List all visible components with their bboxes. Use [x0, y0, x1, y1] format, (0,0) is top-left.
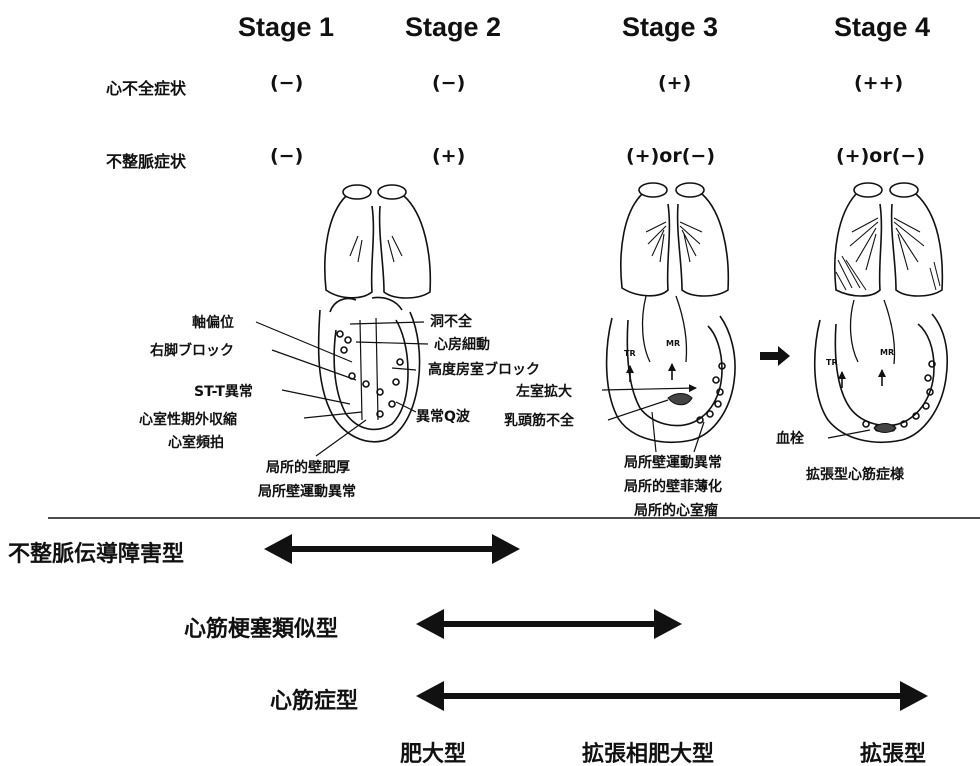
type-range-arrows: [264, 534, 928, 711]
mi-like-type-arrow: [416, 609, 682, 639]
stage-3-header: Stage 3: [622, 12, 719, 42]
local-wall-motion-stage3-label: 局所壁運動異常: [624, 455, 722, 471]
progression-arrow-icon: [760, 346, 790, 366]
cardiomyopathy-type-arrow: [416, 681, 928, 711]
arrhythmia-conduction-type-label: 不整脈伝導障害型: [8, 542, 185, 567]
st-t-abnormality-label: ST-T異常: [194, 384, 253, 400]
dilated-hypertrophic-subtype-label: 拡張相肥大型: [582, 742, 715, 766]
dilated-subtype-label: 拡張型: [860, 742, 927, 766]
stage1-leader-lines: [255, 321, 429, 457]
pvc-label: 心室性期外収縮: [139, 412, 237, 428]
local-hypertrophy-label: 局所的壁肥厚: [266, 460, 350, 476]
thrombus-label: 血栓: [776, 431, 804, 447]
local-wall-motion-stage1-label: 局所壁運動異常: [258, 484, 356, 500]
arrhythmia-stage4: (+)or(−): [836, 145, 925, 167]
atrial-fibrillation-label: 心房細動: [434, 337, 490, 353]
abnormal-q-wave-label: 異常Q波: [416, 409, 470, 425]
lungs-stage1-illustration: [324, 184, 432, 299]
stage-4-header: Stage 4: [834, 12, 931, 42]
stage-1-header: Stage 1: [238, 12, 335, 42]
lungs-stage4-illustration: [834, 182, 944, 297]
rbbb-label: 右脚ブロック: [150, 343, 234, 359]
cardiomyopathy-type-label: 心筋症型: [270, 689, 359, 714]
heart-failure-row-label: 心不全症状: [106, 79, 187, 98]
heart-failure-stage3: (+): [658, 72, 692, 94]
mi-like-type-label: 心筋梗塞類似型: [184, 617, 339, 642]
stage4-tr-label: TR: [826, 358, 838, 367]
stage-2-header: Stage 2: [405, 12, 502, 42]
stage3-leader-lines: [601, 384, 705, 453]
stage3-tr-label: TR: [624, 349, 636, 358]
arrhythmia-stage2: (+): [432, 145, 466, 167]
stage3-mr-label: MR: [666, 339, 681, 348]
heart-failure-stage2: (−): [432, 72, 466, 94]
dcm-like-label: 拡張型心筋症様: [806, 467, 904, 483]
hypertrophic-subtype-label: 肥大型: [400, 742, 467, 766]
arrhythmia-row-label: 不整脈症状: [106, 152, 187, 171]
heart-failure-stage4: (++): [854, 72, 904, 94]
papillary-dysfunction-label: 乳頭筋不全: [504, 413, 574, 429]
arrhythmia-stage1: (−): [270, 145, 304, 167]
stage4-mr-label: MR: [880, 348, 895, 357]
arrhythmia-stage3: (+)or(−): [626, 145, 715, 167]
arrhythmia-type-arrow: [264, 534, 520, 564]
heart-stage4-illustration: [814, 299, 949, 443]
vt-label: 心室頻拍: [168, 435, 224, 451]
heart-stage3-illustration: [605, 295, 736, 443]
av-block-label: 高度房室ブロック: [428, 362, 540, 378]
local-wall-thinning-label: 局所的壁菲薄化: [624, 479, 722, 495]
lungs-stage3-illustration: [620, 182, 730, 297]
axis-deviation-label: 軸偏位: [192, 315, 234, 331]
local-aneurysm-label: 局所的心室瘤: [634, 503, 718, 519]
lv-dilation-label: 左室拡大: [516, 384, 572, 400]
sick-sinus-label: 洞不全: [430, 314, 472, 330]
heart-failure-stage1: (−): [270, 72, 304, 94]
